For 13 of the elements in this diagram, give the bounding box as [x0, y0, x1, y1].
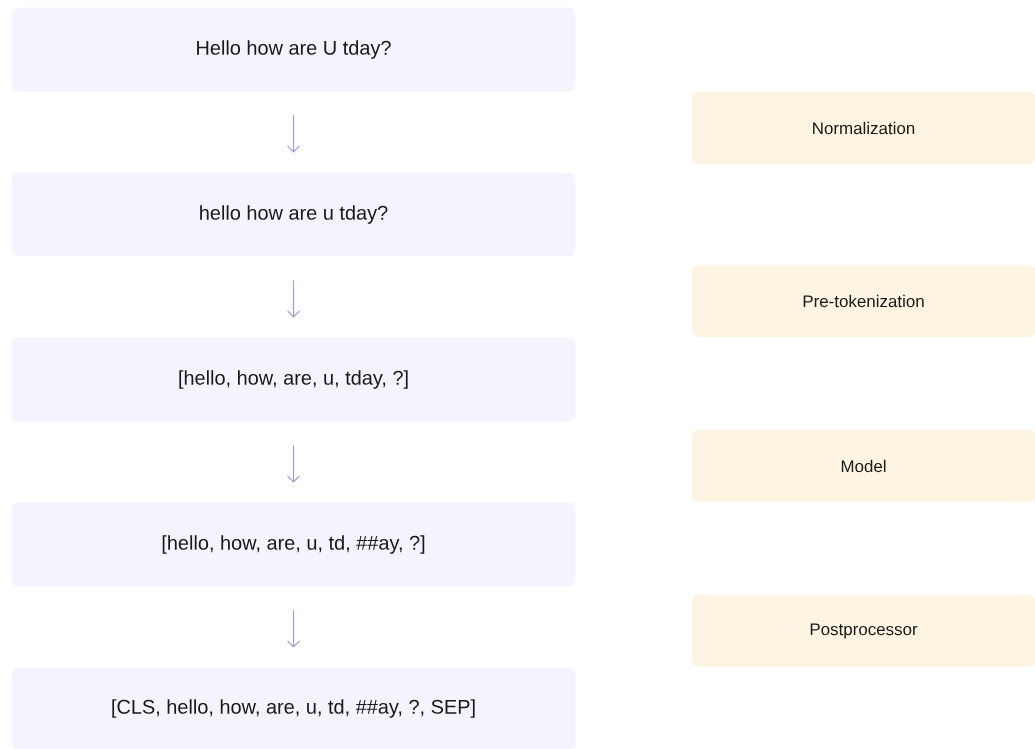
- stage-box: Postprocessor: [691, 594, 1035, 668]
- arrow: [286, 609, 301, 648]
- text-box: [hello, how, are, u, td, ##ay, ?]: [11, 502, 576, 587]
- text-box: hello how are u tday?: [11, 172, 576, 257]
- stage-box: Normalization: [691, 91, 1035, 165]
- arrow: [286, 279, 301, 318]
- stage-box: Pre-tokenization: [691, 264, 1035, 338]
- stage-box: Model: [691, 429, 1035, 503]
- text-box: [hello, how, are, u, tday, ?]: [11, 337, 576, 422]
- arrow: [286, 114, 301, 153]
- arrow: [286, 444, 301, 483]
- text-box: [CLS, hello, how, are, u, td, ##ay, ?, SEP]: [11, 667, 576, 749]
- text-box: Hello how are U tday?: [11, 7, 576, 92]
